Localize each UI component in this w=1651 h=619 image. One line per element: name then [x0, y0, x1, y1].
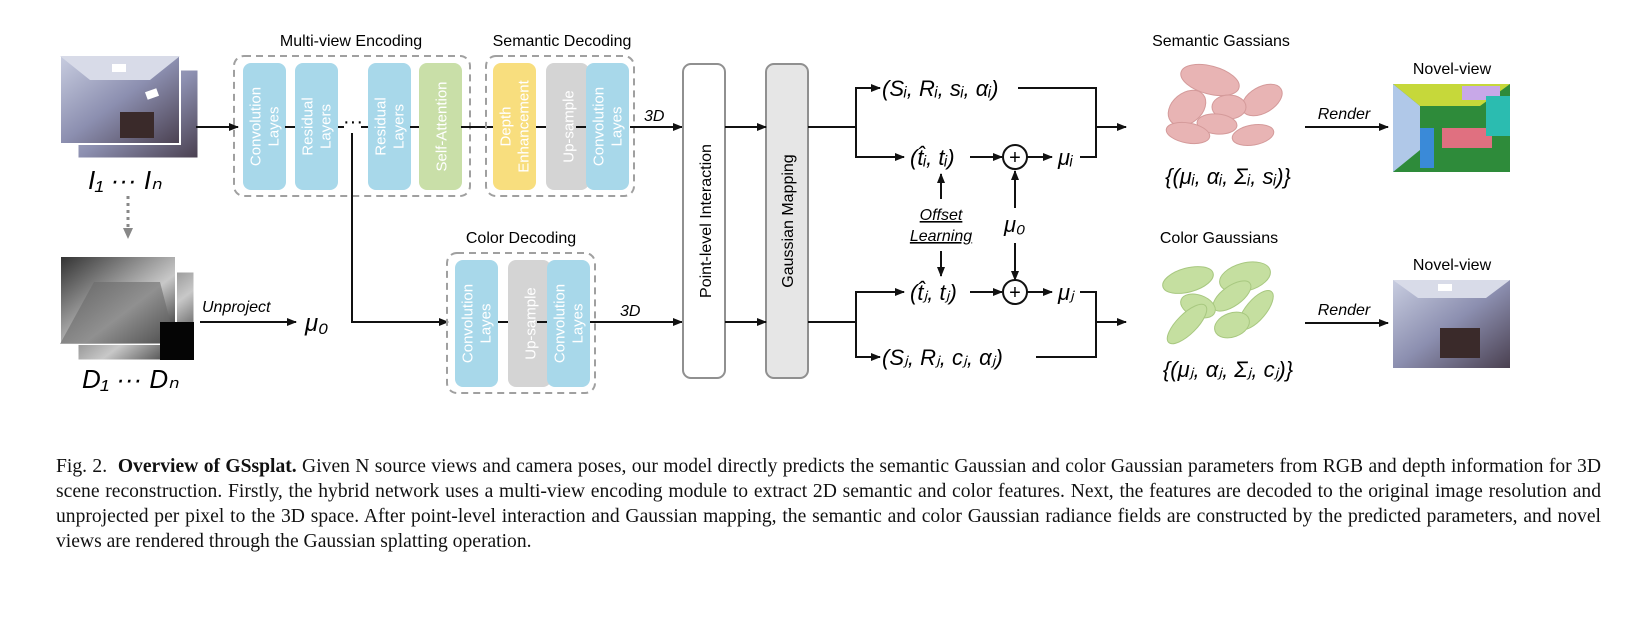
- semantic-set-label: {(μᵢ, αᵢ, Σᵢ, sᵢ)}: [1165, 164, 1291, 189]
- encoder-block-label-1-0: Residual: [300, 97, 317, 155]
- color-offset-label: (t̂ⱼ, tⱼ): [910, 280, 957, 305]
- semantic-block-label-2-1: Layes: [609, 106, 626, 146]
- point-level-interaction-label: Point-level Interaction: [698, 144, 715, 298]
- encoder-block-label-3-0: Self-Attention: [434, 81, 451, 171]
- color-block-label-0-0: Convolution: [460, 284, 477, 363]
- mu-j-label: μⱼ: [1057, 280, 1075, 305]
- point-level-interaction-block: [682, 63, 726, 379]
- plus-sign-top: +: [1009, 147, 1021, 169]
- gaussian-mapping-block: [765, 63, 809, 379]
- encoder-block-0: [243, 63, 286, 190]
- unproject-label: Unproject: [202, 299, 271, 316]
- three-d-top-label: 3D: [644, 108, 665, 125]
- color-set-label: {(μⱼ, αⱼ, Σⱼ, cⱼ)}: [1163, 357, 1294, 382]
- offset-learning-line2: Learning: [910, 228, 972, 245]
- pipeline-diagram: I₁ ··· Iₙ D₁ ··· Dₙ Unproject μ₀ Multi-v…: [59, 33, 1510, 394]
- mu0-mid-label: μ₀: [1003, 212, 1025, 237]
- semantic-gaussian-ellipses: [1165, 63, 1283, 147]
- color-block-1: [508, 260, 551, 387]
- semantic-decoding-title: Semantic Decoding: [493, 33, 632, 50]
- gaussian-mapping-label: Gaussian Mapping: [780, 154, 797, 287]
- color-block-0: [455, 260, 498, 387]
- encoder-block-label-0-1: Layes: [266, 106, 283, 146]
- semantic-block-label-1-0: Up-sample: [561, 90, 578, 163]
- caption-prefix: Fig. 2.: [56, 456, 108, 477]
- encoder-block-label-2-1: Layers: [391, 104, 408, 149]
- encoder-block-label-0-0: Convolution: [248, 87, 265, 166]
- color-decoding-box: [446, 252, 596, 394]
- figure-caption: Fig. 2. Overview of GSsplat. Given N sou…: [56, 454, 1601, 554]
- color-block-label-0-1: Layes: [478, 303, 495, 343]
- color-branch-arrow: [351, 133, 449, 326]
- novel-view-semantic-image: [1393, 84, 1510, 172]
- semantic-block-label-0-1: Enhancement: [516, 79, 533, 172]
- semantic-block-0: [493, 63, 536, 190]
- color-gaussian-ellipses: [1162, 261, 1274, 345]
- caption-title: Overview of GSsplat.: [117, 456, 297, 477]
- encoder-ellipsis: ···: [343, 111, 363, 133]
- semantic-block-1: [546, 63, 589, 190]
- mu-i-label: μᵢ: [1057, 145, 1073, 170]
- color-block-2: [547, 260, 590, 387]
- semantic-offset-label: (t̂ᵢ, tᵢ): [910, 145, 955, 170]
- rgb-inputs-label: I₁ ··· Iₙ: [88, 165, 162, 195]
- semantic-block-label-2-0: Convolution: [591, 87, 608, 166]
- color-block-label-2-0: Convolution: [552, 284, 569, 363]
- multiview-title: Multi-view Encoding: [280, 33, 422, 50]
- semantic-params-label: (Sᵢ, Rᵢ, sᵢ, αᵢ): [882, 76, 998, 101]
- caption-text: Given N source views and camera poses, o…: [56, 456, 1601, 552]
- semantic-decoding-box: [485, 55, 635, 197]
- encoder-block-3: [419, 63, 462, 190]
- novel-view-bottom-title: Novel-view: [1413, 257, 1492, 274]
- color-block-label-2-1: Layes: [570, 303, 587, 343]
- rgb-input-images: [59, 55, 199, 159]
- three-d-bottom-label: 3D: [620, 303, 641, 320]
- novel-view-color-image: [1393, 280, 1510, 368]
- render-bottom-label: Render: [1318, 302, 1371, 319]
- semantic-block-2: [586, 63, 629, 190]
- plus-sign-bottom: +: [1009, 282, 1021, 304]
- encoder-block-1: [295, 63, 338, 190]
- depth-inputs-label: D₁ ··· Dₙ: [82, 364, 179, 394]
- mu0-left-label: μ₀: [304, 310, 328, 337]
- encoder-block-label-2-0: Residual: [373, 97, 390, 155]
- color-params-label: (Sⱼ, Rⱼ, cⱼ, αⱼ): [882, 345, 1003, 370]
- color-decoding-title: Color Decoding: [466, 230, 576, 247]
- color-block-label-1-0: Up-sample: [523, 287, 540, 360]
- semantic-block-label-0-0: Depth: [498, 106, 515, 146]
- render-top-label: Render: [1318, 106, 1371, 123]
- semantic-gaussians-title: Semantic Gassians: [1152, 33, 1290, 50]
- color-gaussians-title: Color Gaussians: [1160, 230, 1278, 247]
- novel-view-top-title: Novel-view: [1413, 61, 1492, 78]
- encoder-block-2: [368, 63, 411, 190]
- offset-learning-line1: Offset: [920, 207, 963, 224]
- depth-input-images: [59, 255, 195, 361]
- encoder-block-label-1-1: Layers: [318, 104, 335, 149]
